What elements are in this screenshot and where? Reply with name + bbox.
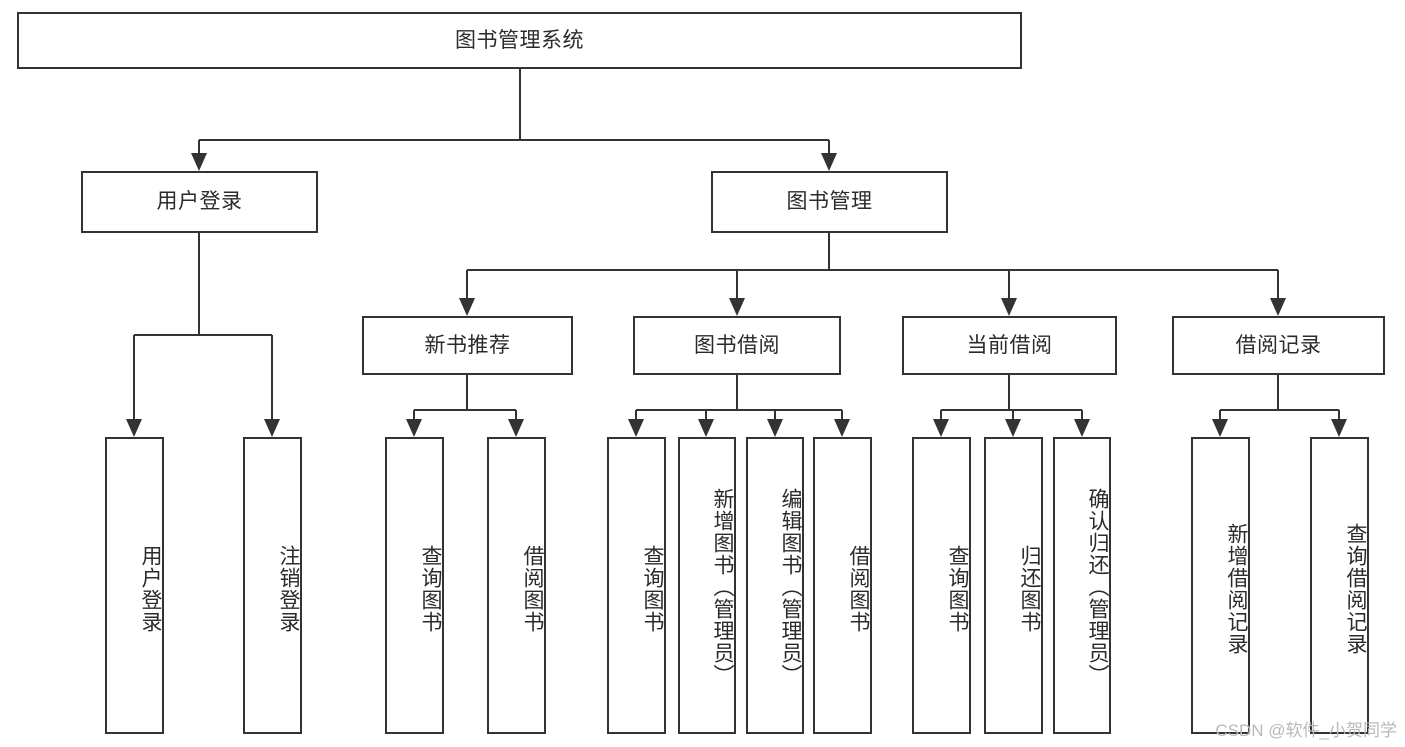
node-new-book-recommendation[interactable]: 新书推荐	[362, 316, 573, 375]
node-label: 新书推荐	[424, 333, 511, 357]
node-label: 图书管理	[786, 190, 873, 214]
leaf-current-return-book[interactable]: 归还图书	[984, 437, 1043, 734]
node-user-login[interactable]: 用户登录	[81, 171, 318, 233]
leaf-borrow-add-book-admin[interactable]: 新增图书（管理员）	[678, 437, 736, 734]
leaf-user-login[interactable]: 用户登录	[105, 437, 164, 734]
node-book-borrowing[interactable]: 图书借阅	[633, 316, 841, 375]
node-label: 借阅图书	[521, 544, 544, 633]
csdn-watermark: CSDN @软件_小贺同学	[1215, 721, 1397, 740]
node-label: 图书管理系统	[455, 28, 584, 52]
leaf-logout[interactable]: 注销登录	[243, 437, 302, 734]
leaf-record-query-borrow-record[interactable]: 查询借阅记录	[1310, 437, 1369, 734]
leaf-rec-borrow-book[interactable]: 借阅图书	[487, 437, 546, 734]
node-label: 确认归还（管理员）	[1086, 487, 1109, 686]
node-label: 新增图书（管理员）	[711, 487, 734, 686]
node-label: 注销登录	[277, 544, 300, 633]
node-current-borrowing[interactable]: 当前借阅	[902, 316, 1117, 375]
node-label: 新增借阅记录	[1225, 522, 1248, 655]
node-label: 借阅图书	[847, 544, 870, 633]
node-label: 查询图书	[419, 544, 442, 633]
node-book-management[interactable]: 图书管理	[711, 171, 948, 233]
node-label: 查询图书	[641, 544, 664, 633]
leaf-current-query-book[interactable]: 查询图书	[912, 437, 971, 734]
node-label: 用户登录	[139, 544, 162, 633]
node-label: 归还图书	[1018, 544, 1041, 633]
node-label: 用户登录	[156, 190, 243, 214]
leaf-borrow-borrow-book[interactable]: 借阅图书	[813, 437, 872, 734]
node-label: 借阅记录	[1235, 333, 1322, 357]
leaf-borrow-edit-book-admin[interactable]: 编辑图书（管理员）	[746, 437, 804, 734]
node-label: 查询图书	[946, 544, 969, 633]
leaf-rec-query-book[interactable]: 查询图书	[385, 437, 444, 734]
node-label: 当前借阅	[966, 333, 1053, 357]
leaf-borrow-query-book[interactable]: 查询图书	[607, 437, 666, 734]
node-label: 编辑图书（管理员）	[779, 487, 802, 686]
leaf-record-add-borrow-record[interactable]: 新增借阅记录	[1191, 437, 1250, 734]
node-label: 查询借阅记录	[1344, 522, 1367, 655]
leaf-current-confirm-return-admin[interactable]: 确认归还（管理员）	[1053, 437, 1111, 734]
node-root-library-management-system[interactable]: 图书管理系统	[17, 12, 1022, 69]
node-borrowing-records[interactable]: 借阅记录	[1172, 316, 1385, 375]
node-label: 图书借阅	[694, 333, 780, 357]
